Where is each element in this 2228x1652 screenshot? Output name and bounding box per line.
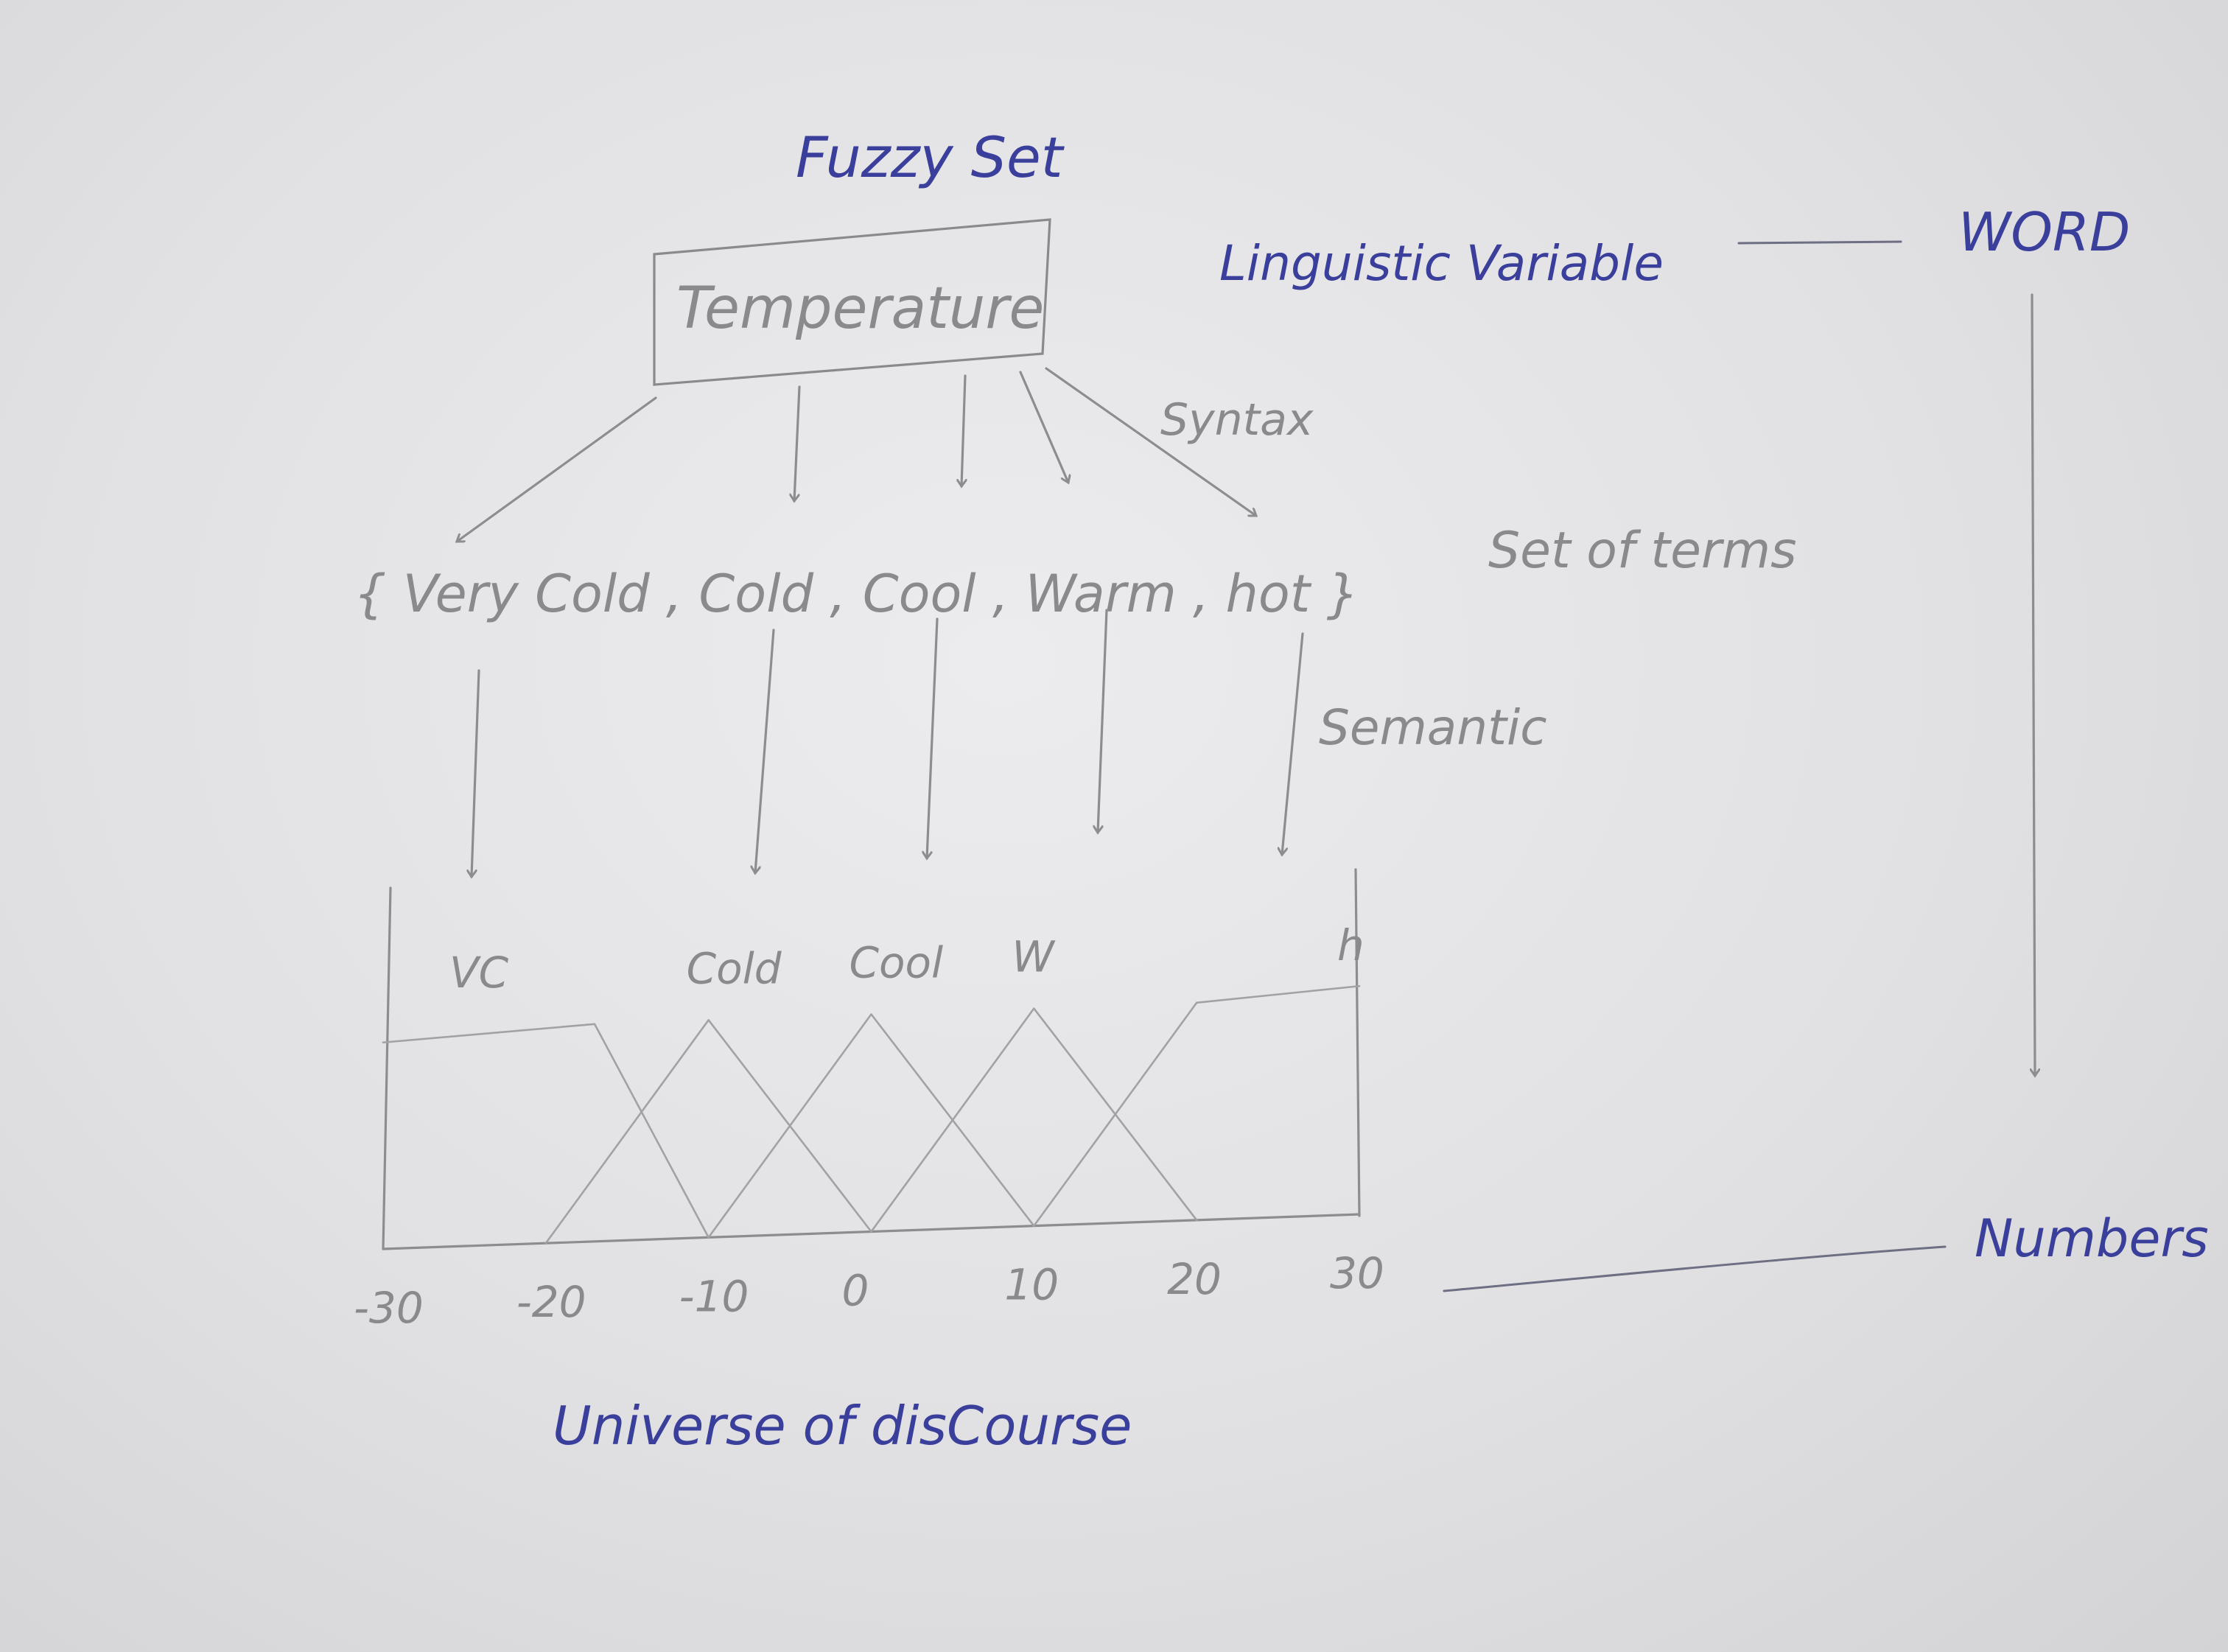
- word-label: WORD: [1958, 201, 2130, 263]
- membership-functions: [382, 984, 1361, 1245]
- syntax-arrow-warm: [1019, 371, 1068, 483]
- semantic-arrow-hot: [1282, 632, 1304, 855]
- semantic-arrow-warm: [1098, 609, 1108, 833]
- semantic-arrow-cool: [927, 617, 939, 858]
- mf-label-vc: VC: [449, 948, 509, 998]
- chart-right-axis: [1354, 868, 1361, 1217]
- mf-vc: [382, 1023, 710, 1239]
- x-tick-label: 0: [842, 1266, 869, 1316]
- semantic-arrow-cold: [755, 629, 775, 873]
- numbers-label: Numbers: [1975, 1208, 2209, 1269]
- syntax-arrow-very-cold: [457, 396, 657, 543]
- chart-left-axis: [382, 886, 392, 1250]
- mf-label-cold: Cold: [687, 943, 782, 993]
- syntax-label: Syntax: [1160, 394, 1314, 446]
- x-tick-labels: -30 -20 -10 0 10 20 30: [354, 1248, 1384, 1333]
- terms-text: { Very Cold , Cold , Cool , Warm , hot }: [354, 564, 1359, 624]
- x-tick-label: 30: [1330, 1248, 1384, 1298]
- set-of-terms-label: Set of terms: [1488, 522, 1797, 580]
- syntax-arrow-hot: [1045, 367, 1256, 517]
- syntax-arrow-cold: [794, 385, 801, 501]
- syntax-arrows: [457, 367, 1256, 543]
- x-tick-label: -20: [516, 1277, 586, 1327]
- mf-label-w: W: [1012, 932, 1056, 982]
- numbers-connector-line: [1443, 1245, 1947, 1292]
- fuzzy-set-title: Fuzzy Set: [796, 125, 1065, 190]
- temperature-box: [653, 218, 1051, 386]
- x-tick-label: 10: [1004, 1260, 1059, 1310]
- mf-cool: [707, 1013, 1035, 1239]
- mf-h: [1033, 984, 1361, 1227]
- x-tick-label: -10: [679, 1271, 749, 1321]
- x-tick-label: -30: [354, 1283, 424, 1333]
- syntax-arrow-cool: [961, 374, 965, 486]
- x-tick-label: 20: [1167, 1254, 1222, 1304]
- mf-label-h: h: [1337, 920, 1365, 970]
- semantic-arrow-very-cold: [472, 669, 480, 877]
- linguistic-variable-label: Linguistic Variable: [1219, 235, 1664, 292]
- mf-w: [870, 1007, 1198, 1233]
- word-connector-line: [1737, 240, 1902, 245]
- mf-cold: [544, 1019, 872, 1245]
- semantic-label: Semantic: [1319, 699, 1547, 756]
- word-to-numbers-arrow: [2032, 293, 2035, 1076]
- universe-label: Universe of disCourse: [553, 1395, 1132, 1457]
- mf-label-cool: Cool: [849, 938, 944, 988]
- semantic-arrows: [472, 609, 1304, 877]
- temperature-label: Temperature: [676, 276, 1044, 342]
